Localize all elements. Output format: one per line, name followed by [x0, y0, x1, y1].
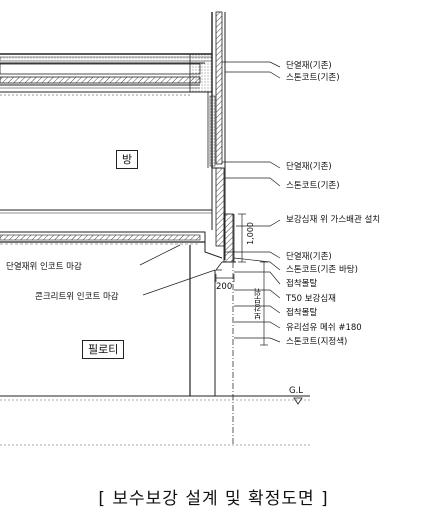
label-stonecoat-existing-base: 스톤코트(기존 바탕): [286, 265, 358, 275]
reinforce-range-dimension: [260, 261, 268, 346]
dimension-1000-label: 1,000: [246, 222, 255, 245]
label-adhesive-mortar-1: 접착몰탈: [286, 279, 318, 289]
exterior-wall-upper: [207, 11, 226, 168]
upper-slab: [0, 53, 213, 96]
drawing-caption: [ 보수보강 설계 및 확정도면 ]: [98, 489, 329, 509]
label-insulation-existing-1: 단열재(기존): [286, 61, 332, 71]
label-stonecoat-existing-2: 스톤코트(기존): [286, 181, 340, 191]
dimension-200-label: 200: [216, 282, 233, 292]
label-stonecoat-existing-1: 스톤코트(기존): [286, 73, 340, 83]
room-label: 방: [116, 150, 139, 169]
dimension-200: [215, 274, 235, 282]
label-adhesive-mortar-2: 접착몰탈: [286, 308, 318, 318]
ground-line: [0, 395, 310, 446]
piloti-label: 필로티: [82, 340, 125, 359]
piloti-column: [189, 245, 216, 396]
leader-lines: [139, 61, 281, 343]
label-insulation-incoat-finish: 단열재위 인코트 마감: [6, 262, 82, 272]
reinforce-range-label: 보강부위: [253, 288, 262, 320]
label-concrete-incoat-finish: 콘크리트위 인코트 마감: [35, 292, 119, 302]
label-reinforce-gas-pipe: 보강심재 위 가스배관 설치: [286, 215, 381, 225]
label-glass-fiber-mesh: 유리섬유 메쉬 #180: [286, 323, 362, 333]
exterior-wall-middle: [211, 167, 226, 260]
label-stonecoat-specified: 스톤코트(지정색): [286, 337, 348, 347]
label-insulation-existing-3: 단열재(기존): [286, 252, 332, 262]
label-insulation-existing-2: 단열재(기존): [286, 162, 332, 172]
ground-level-label: G.L: [289, 386, 304, 396]
reinforcement-zone: [215, 213, 236, 271]
label-t50-reinforce: T50 보강심재: [286, 294, 336, 304]
dimension-1000: [238, 213, 246, 263]
lower-slab: [0, 209, 223, 259]
